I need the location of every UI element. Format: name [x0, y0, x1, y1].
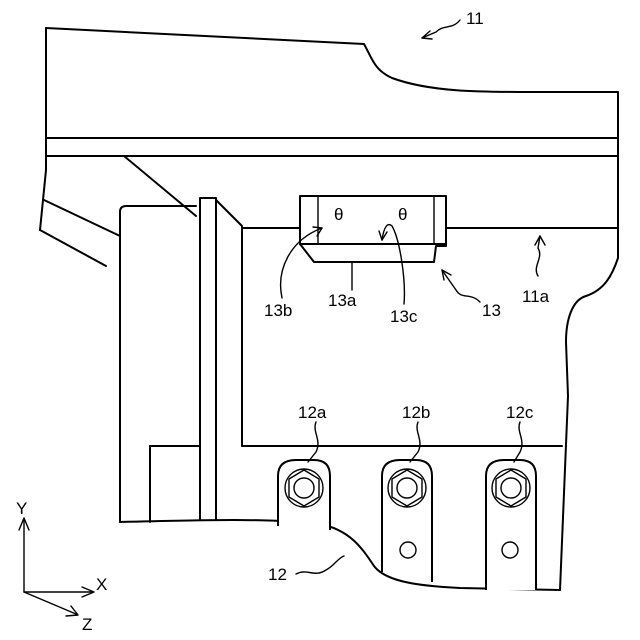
axis-triad: Y X Z — [16, 499, 107, 634]
label-12: 12 — [268, 565, 287, 584]
member-12 — [120, 460, 560, 590]
axis-label-x: X — [96, 575, 107, 594]
label-11a: 11a — [522, 287, 550, 306]
axis-label-y: Y — [16, 499, 27, 518]
label-12a: 12a — [298, 403, 327, 422]
label-12c: 12c — [506, 403, 534, 422]
slot-glyph-1: θ — [334, 205, 343, 224]
label-13b: 13b — [264, 301, 292, 320]
axis-label-z: Z — [82, 615, 92, 634]
label-13a: 13a — [328, 291, 357, 310]
label-13: 13 — [482, 301, 501, 320]
label-12b: 12b — [402, 403, 430, 422]
slot-glyph-2: θ — [398, 205, 407, 224]
label-11: 11 — [466, 9, 484, 28]
label-13c: 13c — [390, 307, 418, 326]
bracket-structure — [40, 156, 242, 522]
